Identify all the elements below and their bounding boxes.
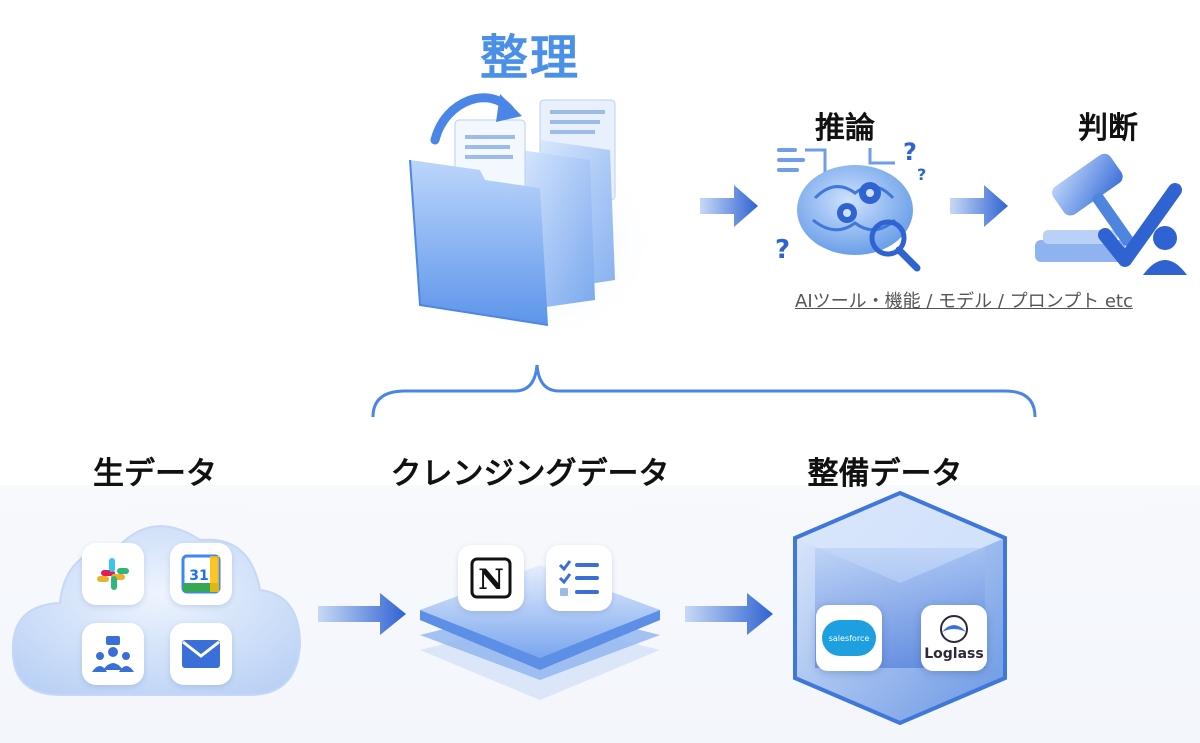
svg-text:?: ? <box>903 138 917 166</box>
organize-title: 整理 <box>479 30 580 86</box>
calendar-day-text: 31 <box>189 568 208 584</box>
raw-data-label: 生データ <box>93 456 217 492</box>
judgment-title: 判断 <box>1078 111 1138 146</box>
arrow-right-icon <box>950 185 1008 227</box>
cloud-icon <box>11 525 302 696</box>
meeting-group-icon <box>82 623 144 685</box>
notion-letter: N <box>478 563 504 596</box>
svg-text:?: ? <box>775 235 790 265</box>
brain-icon: ? ? ? <box>775 138 926 272</box>
gavel-icon <box>1035 153 1187 275</box>
loglass-bird-icon <box>940 615 968 643</box>
reasoning-title: 推論 <box>815 111 875 146</box>
checklist-icon <box>546 545 612 611</box>
calendar-app-icon: 31 <box>170 543 232 605</box>
arrow-right-icon <box>700 185 758 227</box>
tools-note-link[interactable]: AIツール・機能 / モデル / プロンプト etc <box>795 291 1133 312</box>
notion-app-icon: N <box>458 545 524 611</box>
svg-text:?: ? <box>917 165 926 184</box>
brace-connector <box>371 364 1037 418</box>
folder-documents-icon <box>400 93 660 350</box>
prepared-data-label: 整備データ <box>807 456 963 492</box>
salesforce-text: salesforce <box>822 620 876 656</box>
data-layers-icon <box>420 565 660 700</box>
slack-app-icon <box>82 543 144 605</box>
loglass-logo: Loglass <box>921 605 987 671</box>
mail-icon <box>170 623 232 685</box>
arrow-right-icon <box>685 593 773 635</box>
arrow-right-icon <box>318 593 406 635</box>
salesforce-logo: salesforce <box>816 605 882 671</box>
cleansing-data-label: クレンジングデータ <box>390 456 670 492</box>
loglass-text: Loglass <box>924 646 984 662</box>
